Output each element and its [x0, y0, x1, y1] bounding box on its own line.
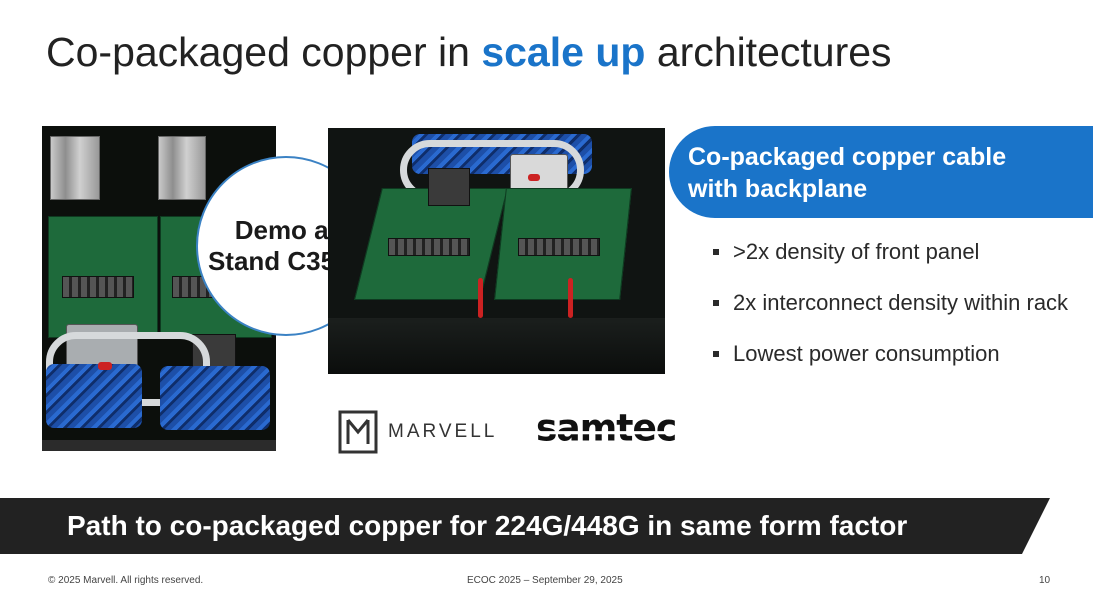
bullet-item: Lowest power consumption [713, 340, 1068, 391]
marvell-wordmark: MARVELL [388, 421, 498, 442]
bullet-item: 2x interconnect density within rack [713, 289, 1068, 340]
title-part-1: Co-packaged copper in [46, 29, 482, 75]
bottom-banner: Path to co-packaged copper for 224G/448G… [0, 498, 1050, 554]
bottom-banner-text: Path to co-packaged copper for 224G/448G… [67, 510, 908, 541]
feature-banner-line-2: with backplane [688, 175, 868, 203]
demo-line-1: Demo at [234, 215, 338, 245]
title-part-2: architectures [645, 29, 892, 75]
slide-title: Co-packaged copper in scale up architect… [46, 28, 892, 76]
footer-copyright: © 2025 Marvell. All rights reserved. [48, 575, 204, 586]
feature-banner: Co-packaged copper cable with backplane [669, 126, 1093, 218]
marvell-mark-icon [338, 410, 378, 454]
bullet-item: >2x density of front panel [713, 238, 1068, 289]
samtec-logo: samtec [536, 406, 677, 451]
title-highlight: scale up [481, 29, 646, 75]
marvell-logo: MARVELL [338, 410, 497, 454]
feature-bullet-list: >2x density of front panel 2x interconne… [713, 238, 1068, 391]
page-number: 10 [1039, 575, 1051, 586]
hardware-photo-right [328, 128, 665, 374]
footer-event: ECOC 2025 – September 29, 2025 [467, 575, 623, 586]
feature-banner-line-1: Co-packaged copper cable [688, 143, 1007, 171]
